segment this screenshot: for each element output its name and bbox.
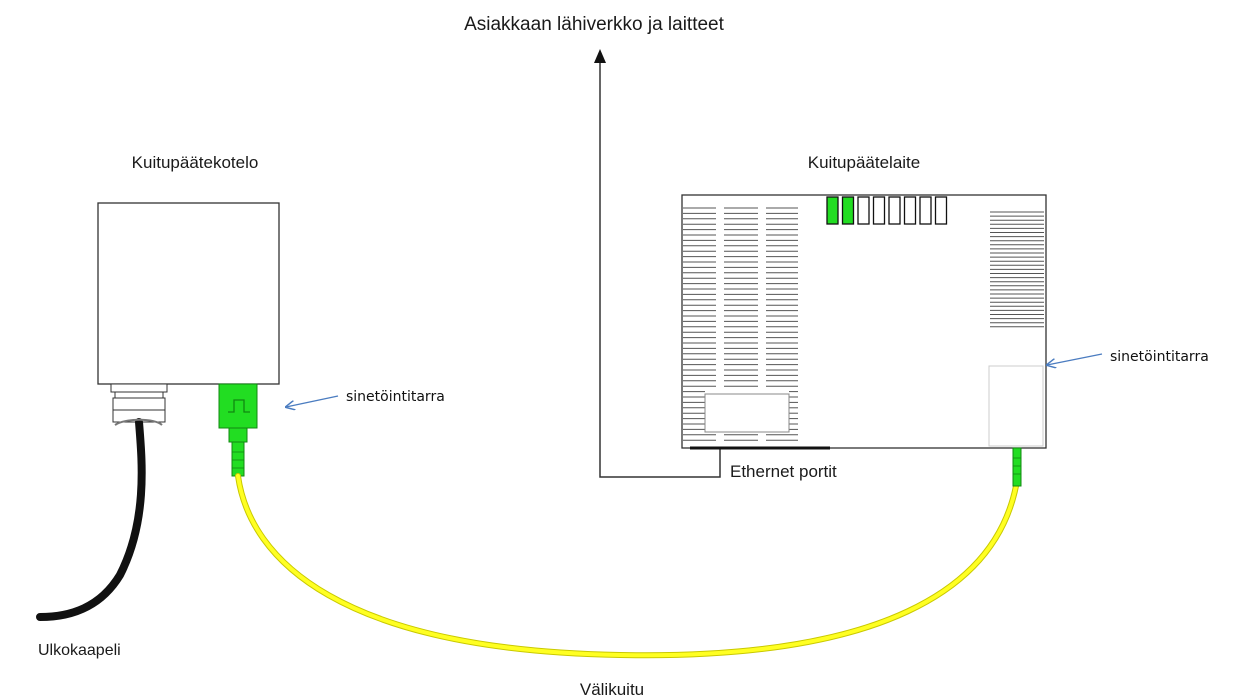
uplink-line <box>594 49 721 478</box>
uplink-arrowhead <box>594 49 606 63</box>
cable-gland <box>110 383 168 423</box>
patch-fiber-outline <box>235 473 1019 659</box>
ethernet-port-active <box>841 196 855 225</box>
customer-network-label: Asiakkaan lähiverkko ja laitteet <box>464 14 725 35</box>
enclosure-label: Kuitupäätekotelo <box>132 153 259 172</box>
patch-fiber <box>236 474 1018 658</box>
ethernet-port <box>934 196 948 225</box>
seal-label-right: sinetöintitarra <box>1110 349 1209 365</box>
vent-grille-right <box>990 211 1044 328</box>
enclosure-fiber-connector <box>218 383 258 477</box>
fiber-enclosure-box <box>97 202 280 385</box>
device-label-plate <box>704 393 790 433</box>
seal-arrow-right <box>1047 353 1103 365</box>
terminal-fiber-connector <box>1012 447 1022 487</box>
seal-label-left: sinetöintitarra <box>346 389 445 405</box>
seal-arrow-left <box>286 395 339 407</box>
vent-grille-left <box>683 207 798 441</box>
outdoor-cable-label: Ulkokaapeli <box>38 642 121 659</box>
ethernet-port <box>919 196 932 225</box>
cable-sleeve <box>114 418 163 426</box>
ethernet-port <box>872 196 886 225</box>
patch-fiber-label: Välikuitu <box>580 680 644 699</box>
ethernet-port <box>888 196 901 225</box>
fiber-port-panel <box>988 365 1044 447</box>
ethernet-port <box>903 196 917 225</box>
ethernet-label: Ethernet portit <box>730 462 837 481</box>
outdoor-cable <box>36 418 146 621</box>
ethernet-port-row <box>826 196 948 225</box>
ethernet-port-active <box>826 196 839 225</box>
ethernet-port <box>857 196 870 225</box>
terminal-label: Kuitupäätelaite <box>808 153 920 172</box>
